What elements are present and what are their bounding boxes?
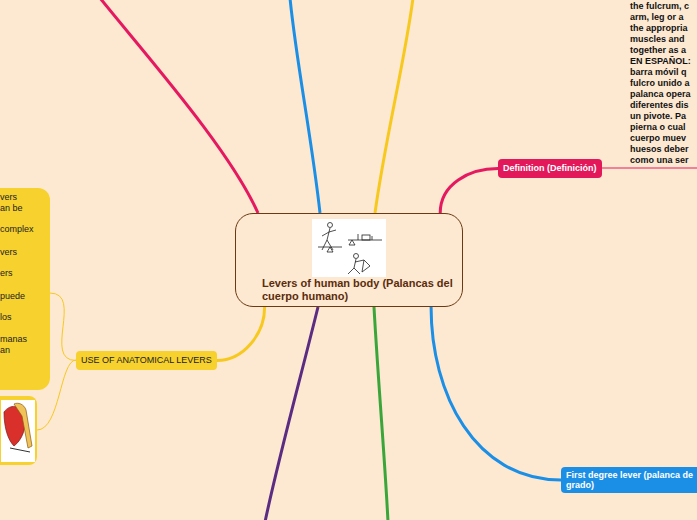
branch-line [374,307,388,520]
note-text: the fulcrum, carm, leg or athe appropria… [630,1,691,166]
note-line: arm, leg or a [630,12,691,23]
note-line: EN ESPAÑOL: [630,56,691,67]
note-line: together as a [630,45,691,56]
note-line: como una ser [630,155,691,166]
note-line: fulcro unido a [630,78,691,89]
node-text: USE OF ANATOMICAL LEVERS [81,355,212,366]
branch-connector [217,307,265,361]
node-text: ers [0,268,50,279]
note-line: the fulcrum, c [630,1,691,12]
node-text: Levers of human body (Palancas del cuerp… [262,277,454,303]
node-text: Definition (Definición) [503,163,597,174]
subtopic-box: versan becomplexverserspuedelosmanasan [0,188,50,390]
node-text: vers [0,192,50,203]
image-box [0,396,37,465]
node-text: los [0,312,50,323]
branch-line [290,0,320,213]
branch-connector [440,169,498,214]
node-text: vers [0,247,50,258]
branch-line [375,0,413,213]
node-text: an [0,345,50,356]
branch-topic: Definition (Definición) [498,159,602,178]
illustration-frame [312,219,386,277]
note-line: cuerpo muev [630,133,691,144]
image-frame [1,400,35,462]
bone-drawing [14,403,32,448]
central-topic: Levers of human body (Palancas del cuerp… [235,213,463,307]
node-text: an be [0,203,50,214]
forearm-line [10,448,30,452]
note-line: un pivote. Pa [630,111,691,122]
note-line: diferentes dis [630,100,691,111]
branch-connector [50,293,76,360]
branch-line [265,307,318,520]
node-text: First degree lever (palanca de grado) [566,470,695,490]
note-line: pierna o cual [630,122,691,133]
node-text: manas [0,334,50,345]
note-line: muscles and [630,34,691,45]
node-text: complex [0,224,50,235]
leader-line [600,168,697,169]
lever-sketches [318,223,382,275]
node-text: puede [0,291,50,302]
branch-line [100,0,258,213]
note-line: the appropria [630,23,691,34]
branch-connector [431,307,561,480]
branch-topic: USE OF ANATOMICAL LEVERS [76,351,217,370]
note-line: huesos deber [630,144,691,155]
note-line: barra móvil q [630,67,691,78]
note-line: palanca opera [630,89,691,100]
branch-topic: First degree lever (palanca de grado) [561,467,697,493]
